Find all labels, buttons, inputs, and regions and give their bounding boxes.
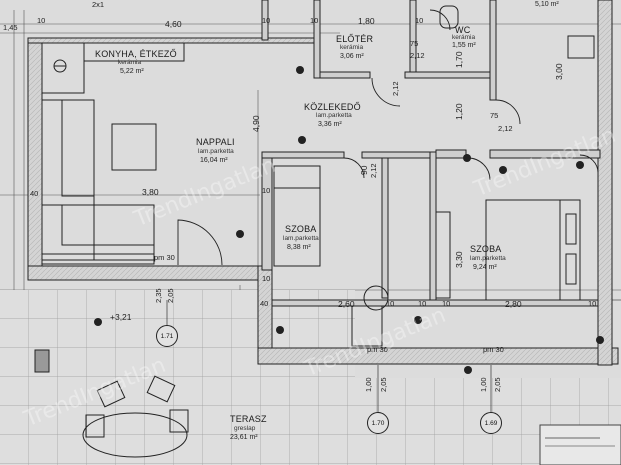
room-name-terasz: TERASZ bbox=[230, 414, 267, 424]
dim-10a: 10 bbox=[37, 16, 46, 25]
room-name-kozlekedo: KÖZLEKEDŐ bbox=[304, 102, 361, 112]
room-name-konyha: KONYHA, ÉTKEZŐ bbox=[95, 49, 177, 59]
dim-212a: 2,12 bbox=[410, 51, 425, 60]
room-area-top-right: 5,10 m² bbox=[535, 1, 559, 8]
bed-small bbox=[273, 165, 321, 267]
room-name-nappali: NAPPALI bbox=[196, 137, 235, 147]
marker-leaders bbox=[166, 300, 492, 412]
dim-40b: 40 bbox=[260, 299, 269, 308]
dim-380: 3,80 bbox=[142, 187, 159, 197]
interior-walls bbox=[261, 0, 601, 307]
dim-10g: 10 bbox=[386, 299, 395, 308]
dim-10h: 10 bbox=[418, 299, 427, 308]
dim-120: 1,20 bbox=[454, 103, 464, 120]
dim-75a: 75 bbox=[410, 39, 419, 48]
title-block bbox=[539, 424, 621, 465]
dim-10c: 10 bbox=[310, 16, 319, 25]
room-material-eloter: kerámia bbox=[340, 44, 364, 51]
room-area-kozlekedo: 3,36 m² bbox=[318, 121, 342, 128]
dim-300: 3,00 bbox=[554, 63, 564, 80]
dim-pm30c: pm 30 bbox=[483, 345, 504, 354]
dim-40a: 40 bbox=[30, 189, 39, 198]
walls bbox=[27, 0, 619, 366]
doors bbox=[177, 9, 599, 266]
desk-chair bbox=[351, 285, 389, 347]
room-area-eloter: 3,06 m² bbox=[340, 53, 364, 60]
dim-205: 2,05 bbox=[166, 288, 175, 303]
terrace-post bbox=[34, 349, 50, 373]
dim-pm30a: pm 30 bbox=[154, 253, 175, 262]
dim-10f: 10 bbox=[262, 274, 271, 283]
room-material-wc: kerámia bbox=[452, 34, 476, 41]
bed-double bbox=[485, 199, 581, 301]
room-area-nappali: 16,04 m² bbox=[200, 157, 228, 164]
room-material-szoba1: lam.parketta bbox=[283, 235, 319, 242]
dim-212d: 2,12 bbox=[369, 163, 378, 178]
dim-490: 4,90 bbox=[251, 115, 261, 132]
room-name-wc: WC bbox=[455, 25, 471, 35]
room-area-szoba1: 8,38 m² bbox=[287, 244, 311, 251]
room-material-szoba2: lam.parketta bbox=[470, 255, 506, 262]
dim-205b: 2,05 bbox=[379, 377, 388, 392]
dim-2x: 2x1 bbox=[92, 0, 105, 9]
dim-280: 2,80 bbox=[505, 299, 522, 309]
room-area-szoba2: 9,24 m² bbox=[473, 264, 497, 271]
dim-235: 2,35 bbox=[154, 288, 163, 303]
dim-260: 2,60 bbox=[338, 299, 355, 309]
dim-90: 90 bbox=[359, 165, 369, 175]
wardrobe bbox=[435, 211, 451, 299]
level-markers bbox=[94, 66, 604, 374]
room-area-terasz: 23,61 m² bbox=[230, 434, 258, 441]
marker-171: 1.71 bbox=[156, 325, 178, 347]
level-label: +3,21 bbox=[110, 312, 132, 322]
dim-100b: 1,00 bbox=[479, 377, 488, 392]
dim-75b: 75 bbox=[490, 111, 499, 120]
dim-145: 1,45 bbox=[3, 23, 18, 32]
dim-212c: 2,12 bbox=[498, 124, 513, 133]
dim-330: 3,30 bbox=[454, 251, 464, 268]
room-material-terasz: greslap bbox=[234, 425, 256, 432]
kitchen-counter bbox=[41, 42, 185, 94]
dim-180: 1,80 bbox=[358, 16, 375, 26]
room-material-nappali: lam.parketta bbox=[198, 148, 234, 155]
room-area-wc: 1,55 m² bbox=[452, 42, 476, 49]
room-material-kozlekedo: lam.parketta bbox=[316, 112, 352, 119]
terrace-floor bbox=[0, 290, 355, 465]
room-area-konyha: 5,22 m² bbox=[120, 68, 144, 75]
dim-170: 1,70 bbox=[454, 51, 464, 68]
dim-460: 4,60 bbox=[165, 19, 182, 29]
dim-10e: 10 bbox=[262, 186, 271, 195]
wc-fixture bbox=[439, 5, 459, 29]
dim-10d: 10 bbox=[415, 16, 424, 25]
marker-169: 1.69 bbox=[480, 412, 502, 434]
terrace-table bbox=[82, 375, 189, 458]
sink bbox=[567, 35, 595, 59]
dim-100a: 1,00 bbox=[364, 377, 373, 392]
sofa bbox=[41, 99, 157, 265]
room-name-szoba2: SZOBA bbox=[470, 244, 502, 254]
dim-10i: 10 bbox=[442, 299, 451, 308]
marker-170: 1.70 bbox=[367, 412, 389, 434]
dim-205c: 2,05 bbox=[493, 377, 502, 392]
dim-10b: 10 bbox=[262, 16, 271, 25]
room-name-eloter: ELŐTÉR bbox=[336, 34, 374, 44]
room-material-konyha: kerámia bbox=[118, 59, 142, 66]
room-name-szoba1: SZOBA bbox=[285, 224, 317, 234]
dim-10j: 10 bbox=[588, 299, 597, 308]
dim-212b: 2,12 bbox=[391, 81, 400, 96]
dim-pm30b: pm 30 bbox=[367, 345, 388, 354]
